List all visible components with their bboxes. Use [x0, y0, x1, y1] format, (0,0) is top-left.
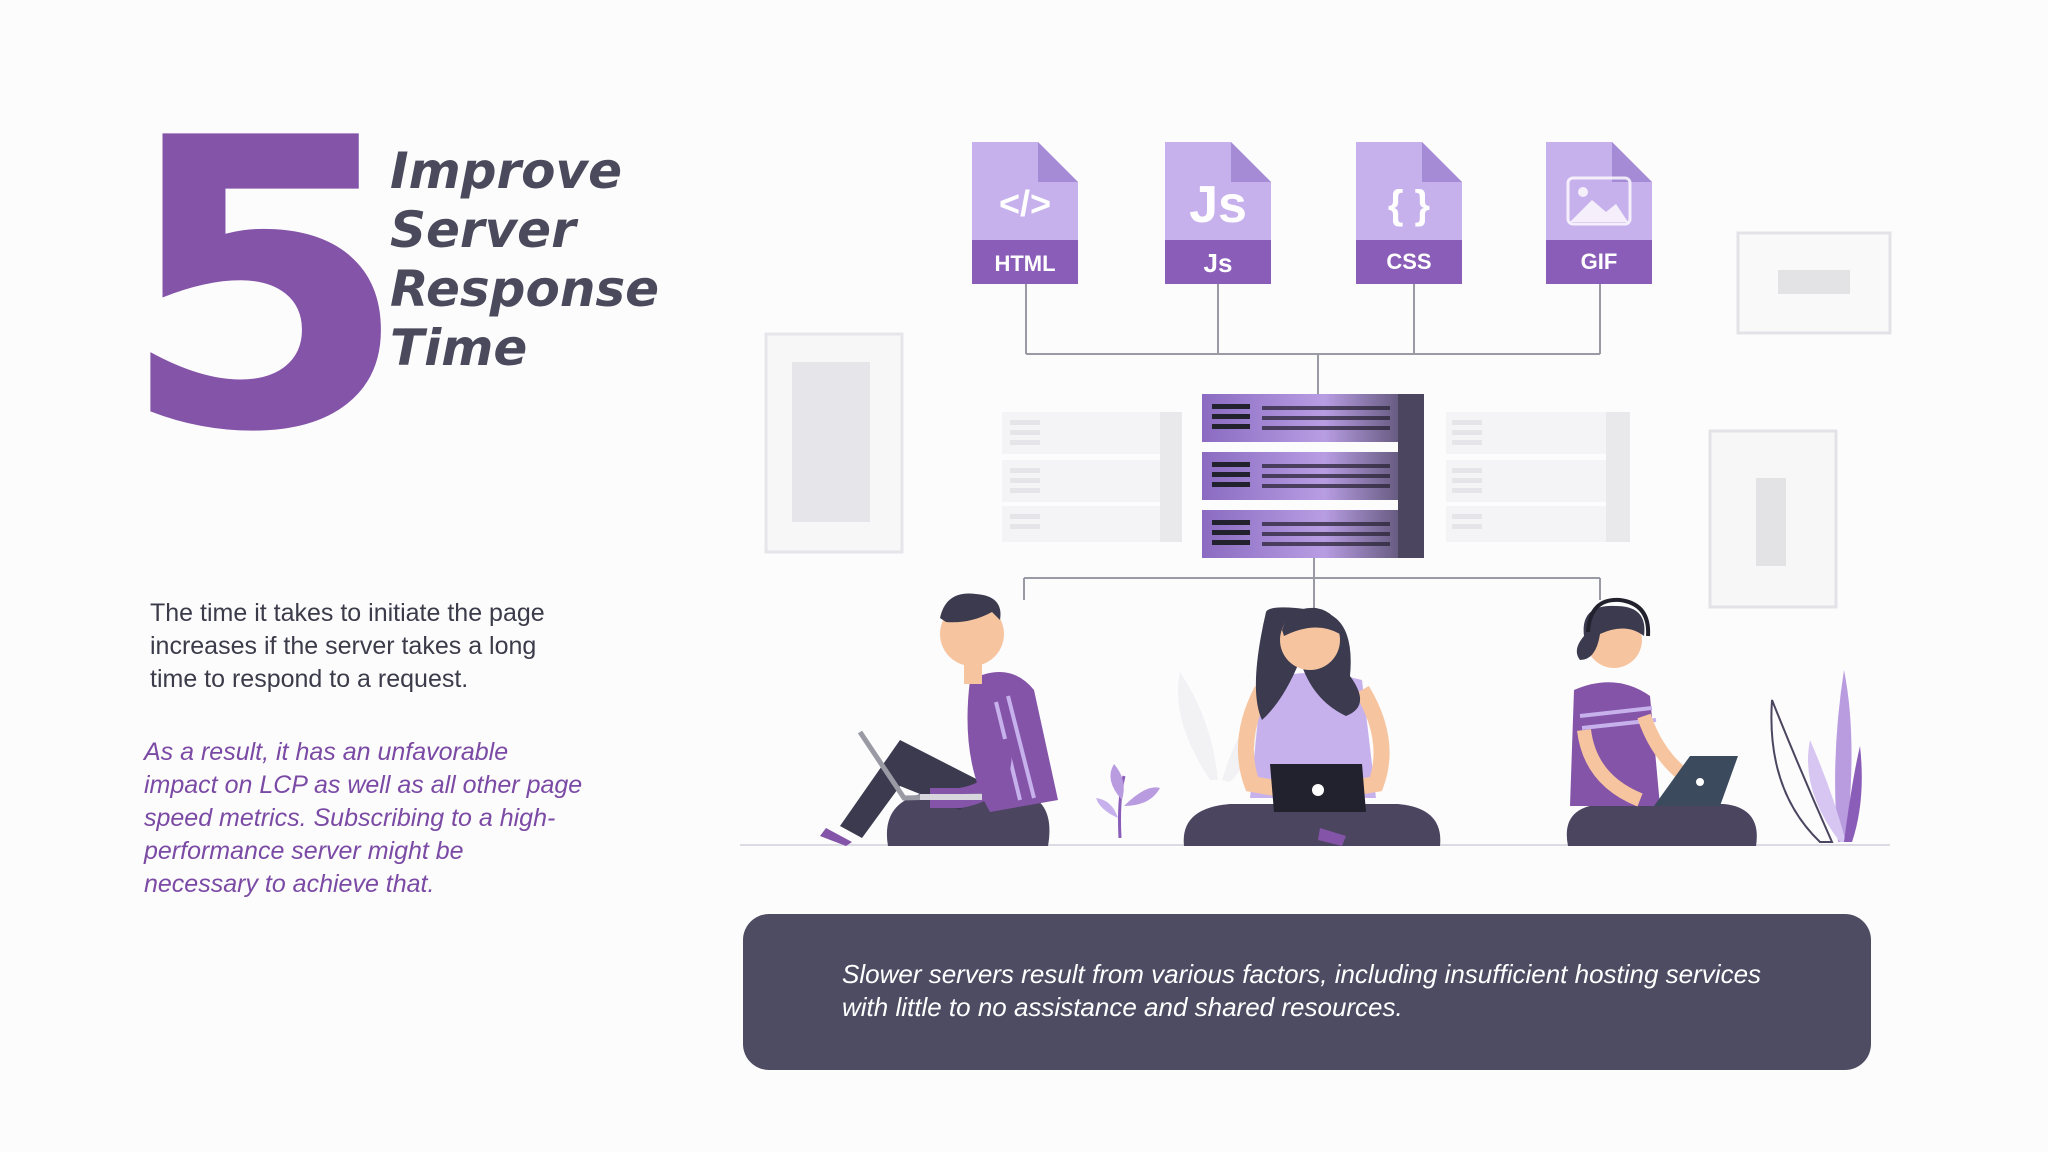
people-connectors — [1023, 558, 1601, 608]
side-rack-left — [1002, 412, 1182, 542]
title-line: Improve — [390, 142, 623, 200]
callout-box: Slower servers result from various facto… — [743, 914, 1871, 1070]
wall-frame-right-bottom — [1708, 429, 1838, 609]
css-glyph: { } — [1388, 183, 1430, 227]
file-label-html: HTML — [994, 251, 1055, 276]
file-label-gif: GIF — [1581, 249, 1618, 274]
file-label-css: CSS — [1386, 249, 1431, 274]
person-left — [820, 593, 1058, 846]
title-line: Server — [390, 201, 576, 259]
html-glyph: </> — [999, 183, 1051, 224]
title-line: Time — [390, 319, 528, 377]
image-icon — [1566, 176, 1632, 226]
file-label-js: Js — [1204, 248, 1233, 278]
file-icon-gif: GIF — [1546, 142, 1652, 284]
file-icon-css: { } CSS — [1356, 142, 1462, 284]
file-connectors — [1025, 282, 1601, 394]
page-title: Improve Server Response Time — [390, 142, 730, 378]
description-text: The time it takes to initiate the page i… — [150, 599, 545, 693]
step-number: 5 — [118, 55, 410, 520]
side-rack-right — [1446, 412, 1630, 542]
js-glyph: Js — [1189, 176, 1247, 234]
note-text: As a result, it has an unfavorable impac… — [144, 738, 583, 898]
wall-frame-right-top — [1736, 231, 1892, 335]
file-icon-html: </> HTML — [972, 142, 1078, 284]
person-center — [1183, 607, 1441, 846]
plant-tall — [1770, 670, 1862, 843]
file-icon-js: Js Js — [1165, 142, 1271, 284]
wall-frame-left — [764, 332, 904, 554]
callout-text: Slower servers result from various facto… — [842, 959, 1762, 1022]
person-right — [1566, 597, 1757, 846]
plant-small — [1096, 764, 1160, 839]
server-rack — [1202, 394, 1424, 558]
title-line: Response — [390, 260, 660, 318]
